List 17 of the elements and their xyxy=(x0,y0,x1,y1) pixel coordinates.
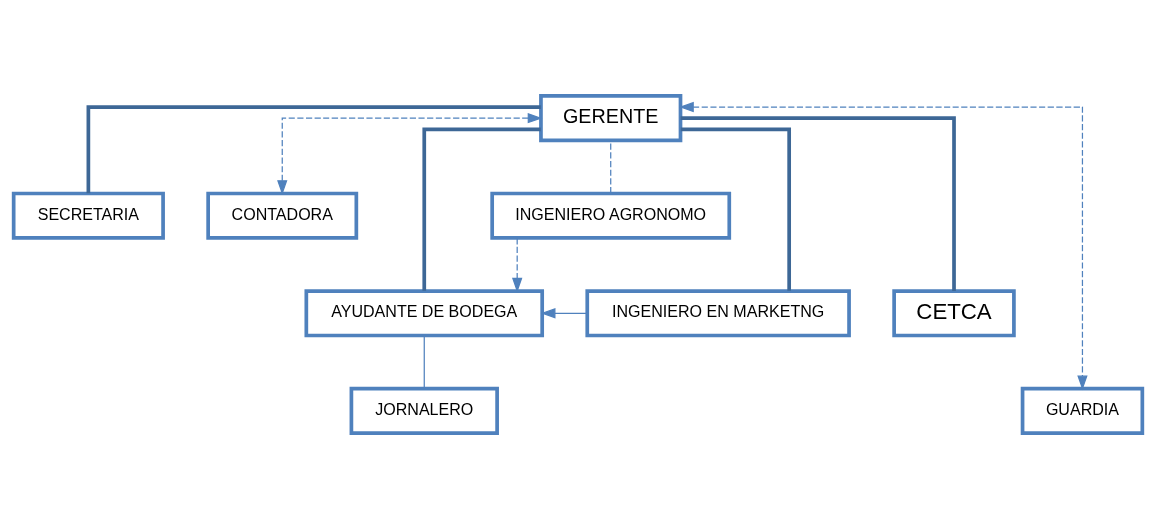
connector xyxy=(86,105,541,194)
connector xyxy=(680,127,791,291)
node-box: CONTADORA xyxy=(206,191,359,240)
node-box: SECRETARIA xyxy=(11,191,165,240)
connector xyxy=(610,140,612,194)
node-box: AYUDANTE DE BODEGA xyxy=(304,289,545,338)
node-box: CETCA xyxy=(892,289,1016,338)
node-box: INGENIERO AGRONOMO xyxy=(490,191,732,240)
connector xyxy=(422,127,541,291)
node-box: JORNALERO xyxy=(349,386,499,435)
connector xyxy=(423,335,425,389)
node-box: GERENTE xyxy=(539,94,683,143)
connector xyxy=(680,116,956,291)
node-box: INGENIERO EN MARKETNG xyxy=(585,289,851,338)
arrow xyxy=(277,113,543,195)
arrow xyxy=(512,237,523,293)
node-box: GUARDIA xyxy=(1020,386,1145,435)
